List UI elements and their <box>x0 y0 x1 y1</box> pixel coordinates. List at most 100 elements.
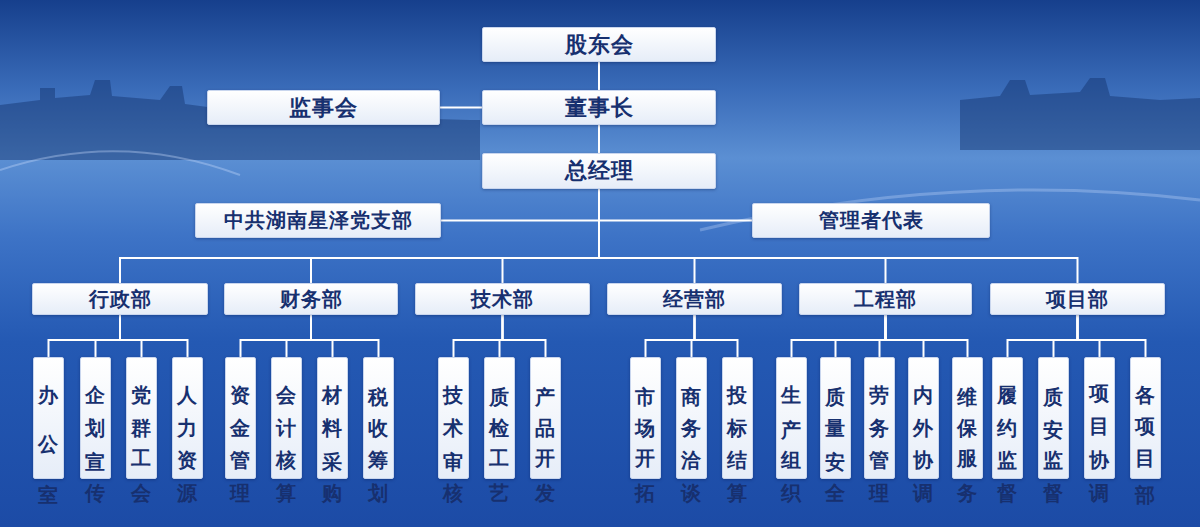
city-skyline <box>960 78 1200 150</box>
org-connector <box>646 315 695 357</box>
box-label: 维保服务 <box>958 369 978 467</box>
department-box: 经营部 <box>607 283 782 315</box>
org-connector <box>599 189 886 283</box>
org-connector <box>241 315 312 357</box>
box-label: 材料采购 <box>323 369 343 467</box>
org-connector <box>598 62 600 90</box>
function-box: 劳务管理 <box>864 357 895 479</box>
org-connector <box>695 315 738 357</box>
function-box: 商务洽谈 <box>676 357 707 479</box>
org-connector <box>599 189 695 283</box>
org-connector <box>886 315 968 357</box>
function-box: 办公室 <box>33 357 64 479</box>
org-connector <box>1008 315 1078 357</box>
side-box: 管理者代表 <box>752 203 990 238</box>
function-box: 会计核算 <box>271 357 302 479</box>
box-label: 中共湖南星泽党支部 <box>224 207 413 234</box>
function-box: 企划宣传 <box>80 357 111 479</box>
org-connector <box>440 107 482 109</box>
department-box: 行政部 <box>32 283 208 315</box>
box-label: 党群工会 <box>132 369 152 467</box>
department-box: 技术部 <box>415 283 590 315</box>
box-label: 生产组织 <box>782 369 802 467</box>
function-box: 产品开发 <box>530 357 561 479</box>
function-box: 技术审核 <box>438 357 469 479</box>
box-label: 税收筹划 <box>369 369 389 467</box>
box-label: 商务洽谈 <box>682 369 702 467</box>
box-label: 项目部 <box>1046 286 1109 313</box>
box-label: 劳务管理 <box>870 369 890 467</box>
box-label: 财务部 <box>280 286 343 313</box>
function-box: 投标结算 <box>722 357 753 479</box>
box-label: 技术部 <box>471 286 534 313</box>
org-connector <box>599 189 752 221</box>
box-label: 内外协调 <box>914 369 934 467</box>
function-box: 项目协调 <box>1084 357 1115 479</box>
box-label: 监事会 <box>289 93 358 123</box>
org-connector <box>311 315 379 357</box>
box-label: 行政部 <box>89 286 152 313</box>
org-connector <box>49 315 121 357</box>
box-label: 总经理 <box>565 156 634 186</box>
function-box: 人力资源 <box>172 357 203 479</box>
org-connector <box>120 189 599 283</box>
function-box: 税收筹划 <box>363 357 394 479</box>
box-label: 办公室 <box>39 369 59 467</box>
function-box: 履约监督 <box>992 357 1023 479</box>
org-connector <box>454 315 503 357</box>
function-box: 维保服务 <box>952 357 983 479</box>
box-label: 项目协调 <box>1090 369 1110 467</box>
governance-box: 监事会 <box>207 90 440 125</box>
org-connector <box>599 189 1078 283</box>
box-label: 董事长 <box>565 93 634 123</box>
function-box: 各项目部 <box>1130 357 1161 479</box>
box-label: 企划宣传 <box>86 369 106 467</box>
governance-box: 股东会 <box>482 27 716 62</box>
org-connector <box>1078 315 1100 357</box>
box-label: 履约监督 <box>998 369 1018 467</box>
department-box: 财务部 <box>224 283 398 315</box>
org-connector <box>120 315 142 357</box>
function-box: 资金管理 <box>225 357 256 479</box>
function-box: 内外协调 <box>908 357 939 479</box>
org-connector <box>836 315 886 357</box>
org-connector <box>287 315 312 357</box>
function-box: 质安监督 <box>1038 357 1069 479</box>
org-connector <box>120 315 188 357</box>
org-connector <box>1078 315 1146 357</box>
org-connector <box>311 315 333 357</box>
org-connector <box>441 189 599 221</box>
function-box: 质量安全 <box>820 357 851 479</box>
box-label: 质检工艺 <box>490 369 510 467</box>
box-label: 资金管理 <box>231 369 251 467</box>
org-connector <box>1054 315 1078 357</box>
box-label: 市场开拓 <box>636 369 656 467</box>
org-connector <box>503 315 546 357</box>
box-label: 投标结算 <box>728 369 748 467</box>
box-label: 各项目部 <box>1136 369 1156 467</box>
side-box: 中共湖南星泽党支部 <box>195 203 441 238</box>
governance-box: 总经理 <box>482 153 716 189</box>
function-box: 市场开拓 <box>630 357 661 479</box>
function-box: 党群工会 <box>126 357 157 479</box>
box-label: 人力资源 <box>178 369 198 467</box>
department-box: 项目部 <box>990 283 1165 315</box>
box-label: 质量安全 <box>826 369 846 467</box>
box-label: 质安监督 <box>1044 369 1064 467</box>
box-label: 技术审核 <box>444 369 464 467</box>
org-connector <box>96 315 121 357</box>
department-box: 工程部 <box>799 283 972 315</box>
org-connector <box>311 189 599 283</box>
governance-box: 董事长 <box>482 90 716 125</box>
function-box: 质检工艺 <box>484 357 515 479</box>
bridge-arc <box>0 151 240 175</box>
function-box: 材料采购 <box>317 357 348 479</box>
box-label: 工程部 <box>854 286 917 313</box>
org-connector <box>503 189 600 283</box>
org-connector <box>792 315 886 357</box>
box-label: 产品开发 <box>536 369 556 467</box>
org-connector <box>598 125 600 153</box>
